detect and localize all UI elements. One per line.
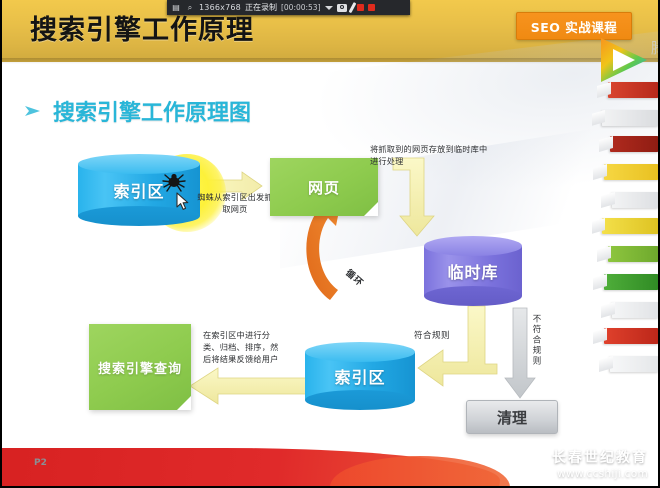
node-search-query-label: 搜索引擎查询 (97, 361, 182, 377)
header-shadow (0, 58, 660, 64)
pen-icon[interactable] (348, 2, 356, 13)
annotation-store-note: 将抓取到的网页存放到临时库中进行处理 (370, 144, 488, 166)
section-heading-label: 搜索引擎工作原理图 (53, 101, 252, 126)
annotation-query-note: 在索引区中进行分类、归档、排序，然后将结果反馈给用户 (203, 330, 279, 364)
page-number: P2 (34, 458, 47, 468)
brand-url: www.ccshiji.com (557, 468, 648, 480)
node-search-query: 搜索引擎查询 (89, 324, 191, 410)
corner-fold (177, 396, 191, 410)
node-cleanup-label: 清理 (496, 408, 527, 427)
node-index-bottom: 索引区 (305, 342, 415, 410)
node-webpage-label: 网页 (307, 178, 340, 197)
search-engine-flow-diagram: 索引区 蜘蛛从索引区出发抓取网页 网页 将抓取到的网页存放到临时库中进行处理 循… (0, 130, 660, 440)
seo-course-badge: SEO 实战课程 (516, 12, 632, 40)
node-webpage: 网页 (270, 158, 378, 216)
spider-icon (162, 173, 186, 192)
letterbox-right (658, 0, 660, 488)
section-heading: 搜索引擎工作原理图 (24, 95, 251, 127)
slide-footer (0, 430, 660, 488)
video-watermark-text: 腾 (649, 40, 660, 55)
mouse-cursor (176, 192, 189, 210)
app-icon[interactable]: ▤ (172, 2, 180, 12)
node-temp-db: 临时库 (424, 236, 522, 306)
recording-resolution: 1366x768 (199, 3, 241, 12)
decorative-books (592, 60, 660, 390)
recording-state-label: 正在录制 (244, 3, 277, 12)
tencent-video-play-icon (601, 38, 647, 82)
caret-down-icon[interactable] (324, 5, 333, 10)
search-icon[interactable]: ⌕ (187, 2, 193, 12)
annotation-spider-note: 蜘蛛从索引区出发抓取网页 (197, 192, 273, 214)
camera-icon[interactable] (336, 3, 347, 12)
screen-recorder-toolbar[interactable]: ▤ ⌕ 1366x768 正在录制 [00:00:53] (167, 0, 410, 15)
node-cleanup: 清理 (466, 400, 558, 434)
diagram-arrows (189, 157, 536, 405)
letterbox-left (0, 0, 2, 488)
page-title: 搜索引擎工作原理 (30, 15, 254, 46)
stop-icon[interactable] (357, 4, 365, 11)
node-index-bottom-label: 索引区 (334, 368, 386, 387)
brand-name: 长春世纪教育 (552, 450, 648, 466)
recording-timecode: [00:00:53] (280, 3, 321, 12)
arrow-bullet-icon (25, 106, 40, 116)
node-index-top-label: 索引区 (113, 182, 165, 201)
annotation-no-match-rule: 不符合规则 (531, 314, 541, 367)
branding: 长春世纪教育 www.ccshiji.com (552, 447, 648, 480)
annotation-match-rule: 符合规则 (414, 331, 451, 341)
node-temp-db-label: 临时库 (447, 263, 499, 282)
record-icon[interactable] (368, 4, 376, 11)
letterbox-bottom (0, 486, 660, 488)
corner-fold (364, 202, 378, 216)
